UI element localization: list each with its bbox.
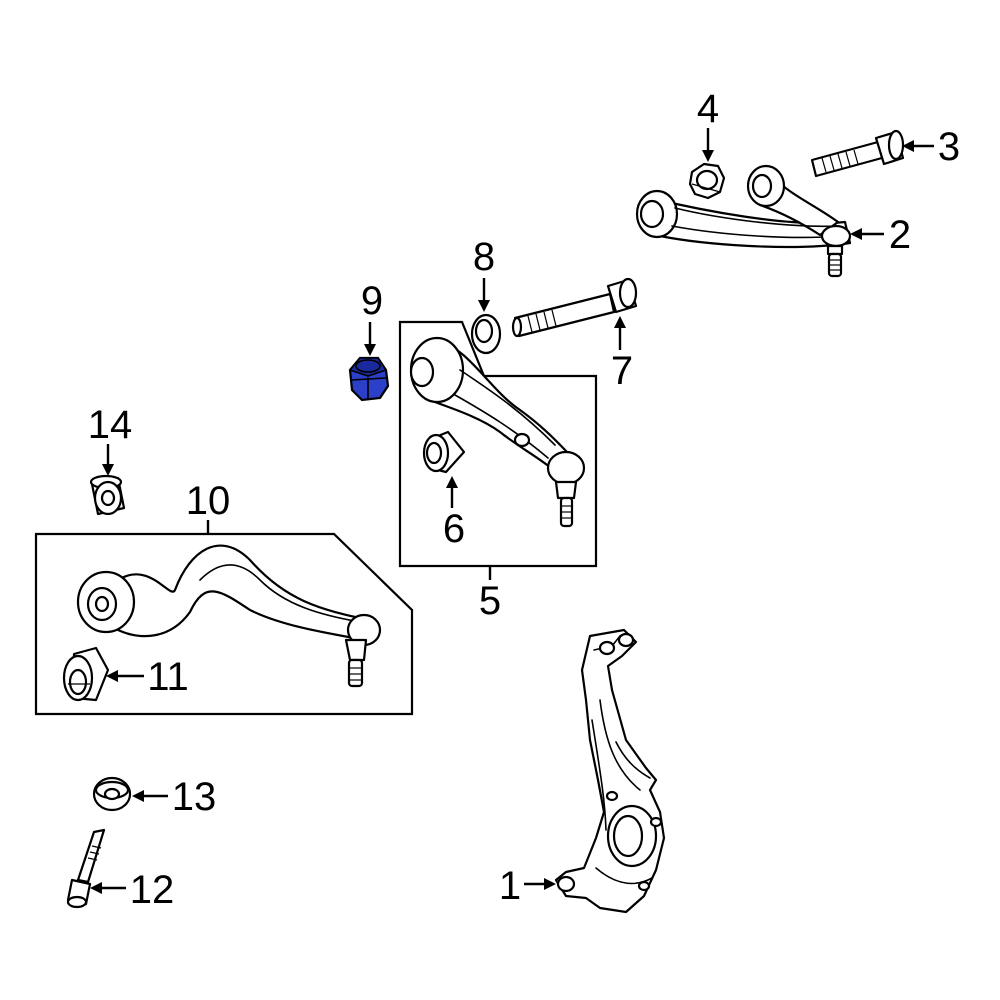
bushing-13[interactable]: [92, 776, 132, 812]
bushing-14[interactable]: [89, 474, 126, 516]
callout-4: 4: [697, 87, 719, 131]
callout-13: 13: [172, 775, 217, 819]
group-box-5: [398, 320, 598, 568]
callout-7: 7: [611, 349, 633, 393]
washer[interactable]: [470, 313, 502, 355]
lower-arm-bolt[interactable]: [511, 277, 638, 338]
callout-5: 5: [479, 579, 501, 623]
callout-10: 10: [186, 479, 231, 523]
lower-control-arm-10[interactable]: [76, 544, 382, 688]
leader-arrows: [90, 128, 934, 894]
callout-2: 2: [889, 213, 911, 257]
callout-12: 12: [130, 868, 175, 912]
upper-control-arm[interactable]: [635, 164, 852, 278]
highlighted-nut[interactable]: [348, 356, 390, 402]
callout-8: 8: [473, 235, 495, 279]
control-arm-5[interactable]: [409, 336, 586, 528]
steering-knuckle[interactable]: [554, 628, 666, 914]
callout-11: 11: [147, 655, 189, 699]
bushing-6[interactable]: [422, 430, 466, 474]
callout-14: 14: [88, 403, 133, 447]
callout-1: 1: [499, 864, 521, 908]
callout-6: 6: [443, 507, 465, 551]
callout-labels: 1 2 3 4 5 6 7 8 9 10 11 12 13 14: [88, 87, 960, 912]
callout-3: 3: [938, 125, 960, 169]
bolt-12[interactable]: [66, 828, 106, 909]
upper-arm-bolt[interactable]: [810, 129, 905, 178]
callout-9: 9: [361, 279, 383, 323]
group-box-10: [34, 532, 414, 716]
bushing-11[interactable]: [62, 646, 110, 702]
upper-arm-nut[interactable]: [688, 162, 726, 200]
